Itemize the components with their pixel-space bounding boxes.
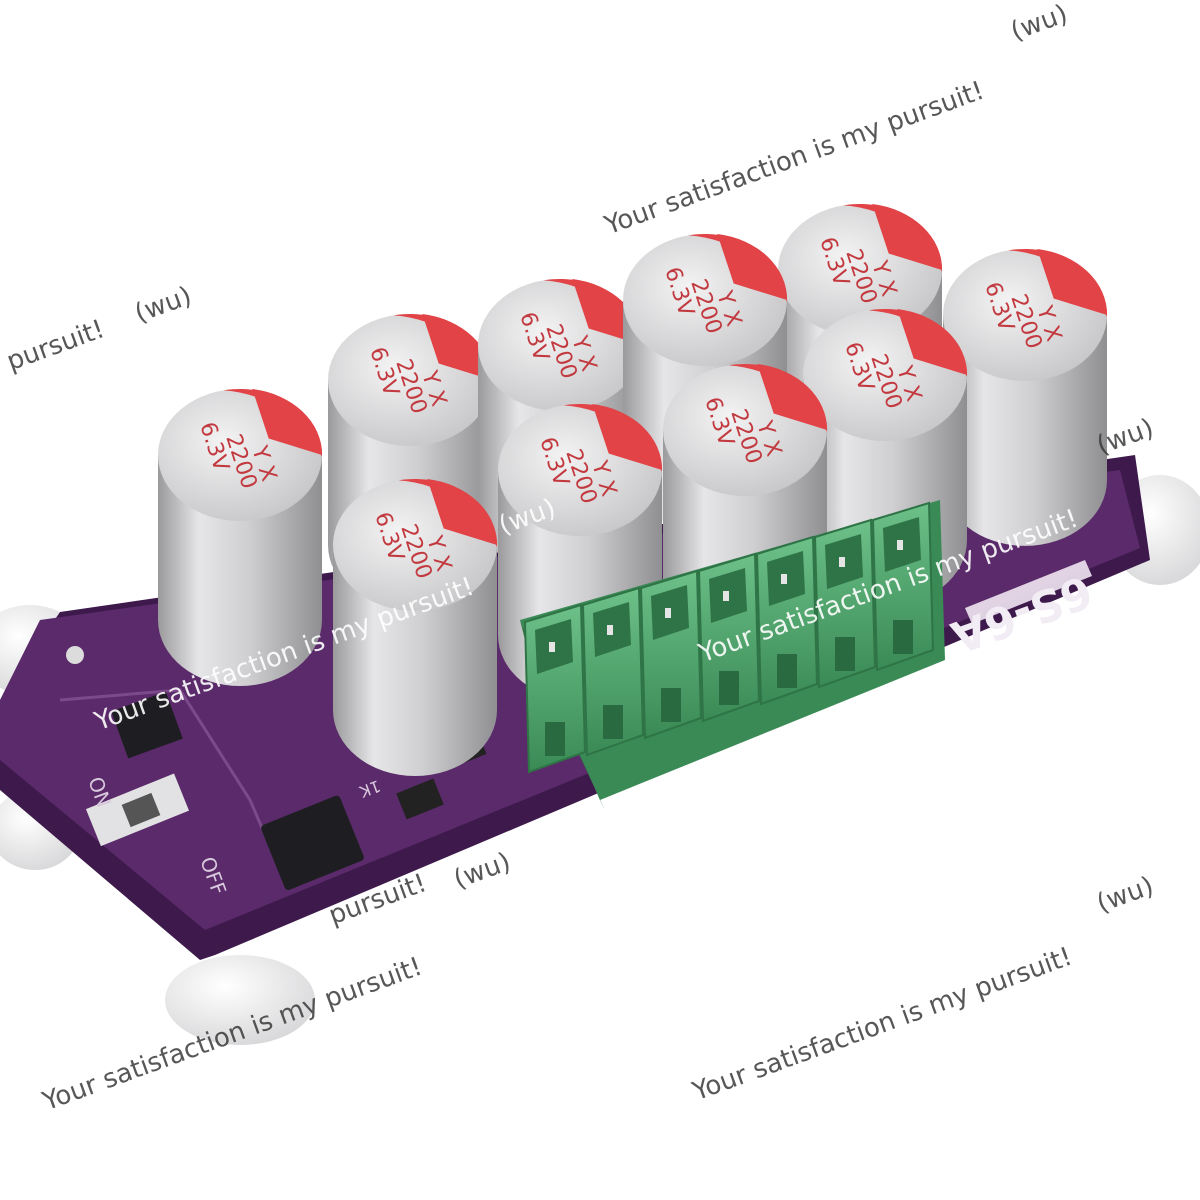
terminal-notch [719,671,739,705]
terminal-pin [723,591,729,601]
terminal-notch [893,620,913,654]
standoff [165,955,315,1045]
terminal-notch [777,654,797,688]
polarity-band [843,203,943,272]
capacitor-body [158,455,322,686]
capacitor-body [943,315,1107,546]
polarity-band [688,233,788,302]
ic-chip [111,691,183,759]
terminal-pin [781,574,787,584]
capacitor-body [333,545,497,776]
terminal-pin [665,608,671,618]
polarity-band [223,388,323,457]
polarity-band [728,363,828,432]
terminal-notch [603,705,623,739]
polarity-band [868,308,968,377]
terminal-notch [661,688,681,722]
terminal-notch [835,637,855,671]
polarity-band [393,313,493,382]
polarity-marking [252,389,323,455]
polarity-marking [427,479,498,545]
polarity-band [543,278,643,347]
polarity-band [563,403,663,472]
polarity-marking [897,309,968,375]
polarity-marking [592,404,663,470]
polarity-marking [757,364,828,430]
terminal-pin [549,642,555,652]
terminal-notch [545,722,565,756]
terminal-pin [839,557,845,567]
polarity-marking [422,314,493,380]
polarity-marking [872,204,943,270]
polarity-band [398,478,498,547]
terminal-pin [607,625,613,635]
terminal-block [520,500,945,810]
polarity-marking [717,234,788,300]
led [66,646,84,664]
polarity-band [1008,248,1108,317]
switch-knob [121,792,161,828]
smd-part [396,778,444,820]
polarity-marking [1037,249,1108,315]
terminal-pin [897,540,903,550]
ic-chip [261,795,364,890]
